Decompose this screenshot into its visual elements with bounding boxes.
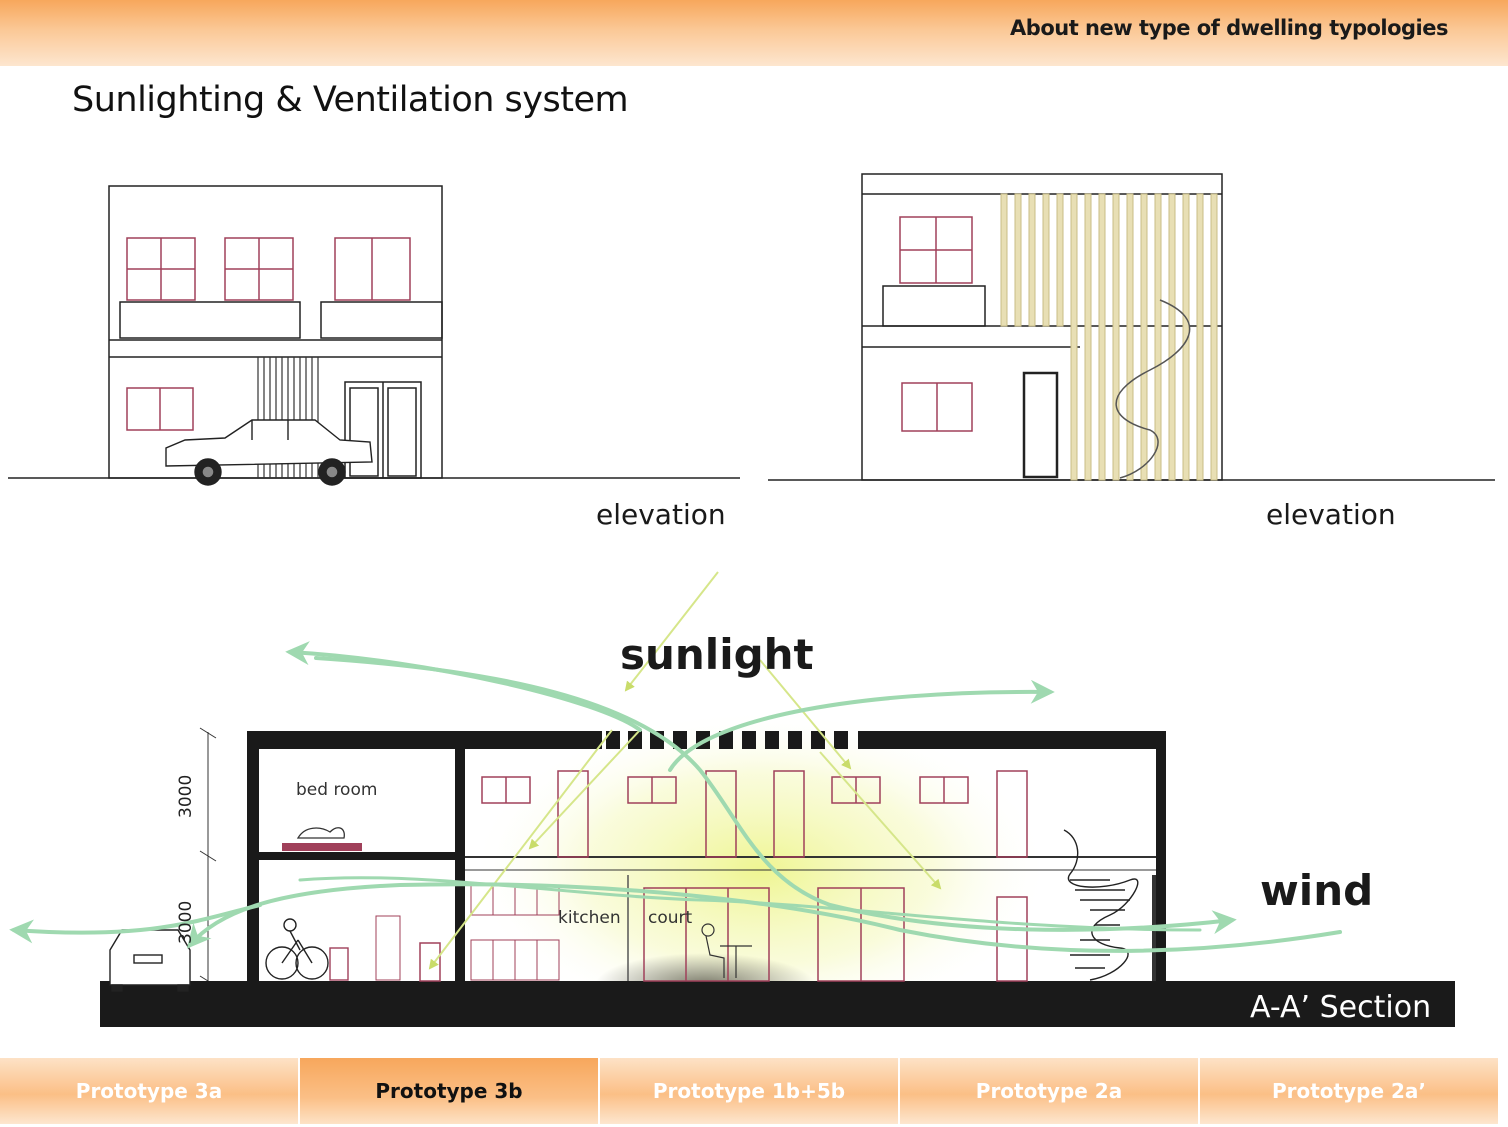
tab-prototype-3a[interactable]: Prototype 3a (0, 1058, 300, 1124)
right-elevation (768, 173, 1495, 481)
tab-prototype-2a[interactable]: Prototype 2a (900, 1058, 1200, 1124)
car-side (165, 419, 373, 486)
left-elevation (8, 185, 740, 486)
dimension-lower: 3000 (176, 900, 196, 944)
sunlight-label: sunlight (620, 630, 814, 679)
room-label-bed: bed room (296, 780, 378, 800)
wind-label: wind (1260, 866, 1374, 915)
section-label: A-A’ Section (1250, 990, 1432, 1025)
spiral-stair (1063, 829, 1139, 981)
tab-prototype-3b[interactable]: Prototype 3b (300, 1058, 600, 1124)
elevation-left-label: elevation (596, 498, 726, 531)
car-front-icon (109, 929, 191, 992)
elevation-right-label: elevation (1266, 498, 1396, 531)
dimension-upper: 3000 (176, 774, 196, 818)
tab-prototype-1b-5b[interactable]: Prototype 1b+5b (600, 1058, 900, 1124)
page-title: Sunlighting & Ventilation system (72, 80, 629, 120)
room-label-court: court (648, 908, 693, 928)
header-title: About new type of dwelling typologies (1010, 16, 1448, 40)
person-icon (701, 923, 752, 978)
prototype-tabs: Prototype 3a Prototype 3b Prototype 1b+5… (0, 1058, 1500, 1124)
room-label-kitchen: kitchen (558, 908, 621, 928)
section-drawing (9, 571, 1455, 1030)
bicycle-icon (265, 918, 349, 981)
header-bar: About new type of dwelling typologies (0, 0, 1508, 66)
bed-icon (282, 827, 362, 851)
tab-prototype-2a-prime[interactable]: Prototype 2a’ (1200, 1058, 1500, 1124)
